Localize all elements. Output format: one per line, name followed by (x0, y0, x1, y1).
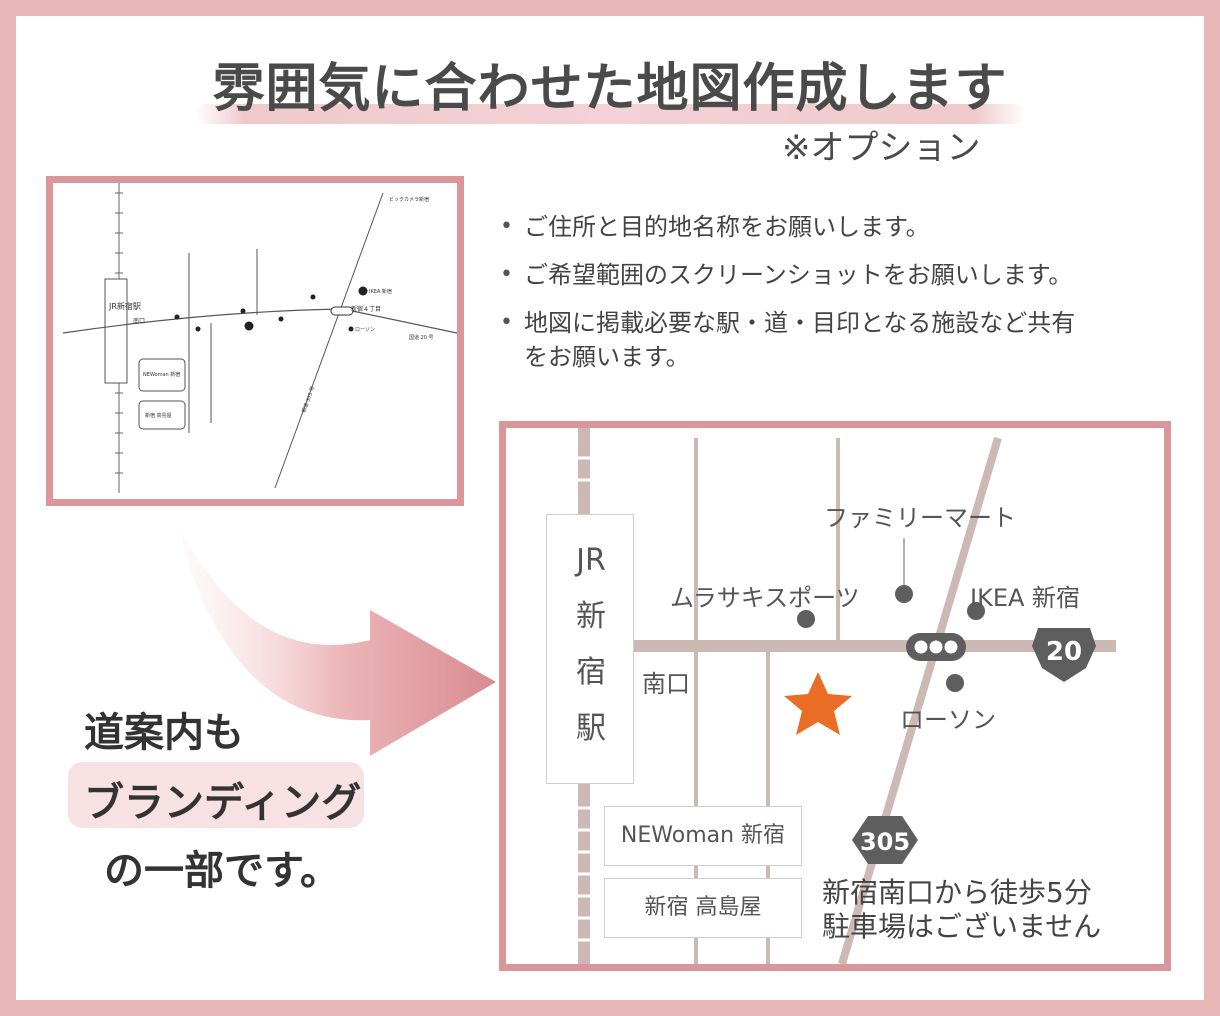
promo-highlight (68, 762, 364, 828)
svg-text:20: 20 (1046, 637, 1082, 667)
page-title: 雰囲気に合わせた地図作成します (212, 59, 1008, 119)
station-label-jr: JR (576, 543, 606, 578)
sketch-label-jr: JR新宿駅 (108, 301, 141, 311)
page-subtitle: ※オプション (782, 128, 981, 168)
finished-map: 20 305 JR 新 宿 駅 南口 ファミリーマート ムラサキスポーツ IKE… (499, 421, 1171, 971)
store-takashimaya: 新宿 高島屋 (604, 878, 802, 938)
label-ikea: IKEA 新宿 (970, 584, 1081, 612)
request-item: • ご住所と目的地名称をお願いします。 (498, 210, 1098, 244)
route-305-shield-icon: 305 (852, 816, 918, 864)
title-brush-decoration (195, 104, 1025, 124)
sketch-label-ikea: IKEA 新宿 (369, 288, 392, 295)
jr-station-box: JR 新 宿 駅 (546, 514, 634, 784)
sketch-label-route20: 国道 20 号 (409, 334, 434, 341)
sketch-label-intersection: 新宿４丁目 (351, 305, 381, 313)
sketch-label-note: ビックカメラ新宿 (389, 196, 429, 203)
sketch-map-drawing: JR新宿駅 南口 NEWoman 新宿 新宿 高島屋 新宿４丁目 IKEA 新宿… (62, 183, 457, 493)
sketch-map: JR新宿駅 南口 NEWoman 新宿 新宿 高島屋 新宿４丁目 IKEA 新宿… (46, 176, 464, 506)
sketch-label-south-exit: 南口 (133, 317, 145, 325)
request-list: • ご住所と目的地名称をお願いします。 • ご希望範囲のスクリーンショットをお願… (498, 210, 1098, 388)
bullet-dot-icon: • (500, 310, 513, 335)
sketch-label-lawson: ローソン (355, 327, 375, 333)
sketch-label-newoman: NEWoman 新宿 (143, 371, 180, 378)
label-familymart: ファミリーマート (824, 504, 1016, 532)
promo-line-2: ブランディング (84, 780, 362, 826)
store-newoman: NEWoman 新宿 (604, 806, 802, 866)
route-20-shield-icon: 20 (1032, 628, 1096, 682)
svg-text:305: 305 (860, 828, 910, 856)
promo-line-3: の一部です。 (104, 848, 340, 894)
promo-line-1: 道案内も (84, 710, 244, 756)
request-item: • ご希望範囲のスクリーンショットをお願いします。 (498, 258, 1098, 292)
station-label-shin: 新 (576, 599, 606, 634)
bullet-dot-icon: • (500, 262, 513, 287)
station-label-juku: 宿 (576, 655, 606, 690)
label-murasaki-sports: ムラサキスポーツ (670, 584, 860, 612)
request-item: • 地図に掲載必要な駅・道・目印となる施設など共有をお願います。 (498, 306, 1098, 374)
bullet-dot-icon: • (500, 214, 513, 239)
access-info: 新宿南口から徒歩5分 駐車場はございません (822, 876, 1101, 944)
label-south-exit: 南口 (642, 670, 690, 698)
traffic-signal-icon (906, 633, 966, 661)
sketch-label-route305: 都道 305 号 (300, 385, 316, 413)
label-lawson: ローソン (900, 706, 996, 734)
sketch-label-takashimaya: 新宿 高島屋 (145, 412, 172, 419)
access-parking: 駐車場はございません (822, 910, 1102, 943)
star-icon (784, 672, 852, 735)
curved-arrow-icon (180, 530, 496, 756)
access-walk-time: 新宿南口から徒歩5分 (822, 876, 1092, 909)
station-label-eki: 駅 (576, 711, 606, 746)
